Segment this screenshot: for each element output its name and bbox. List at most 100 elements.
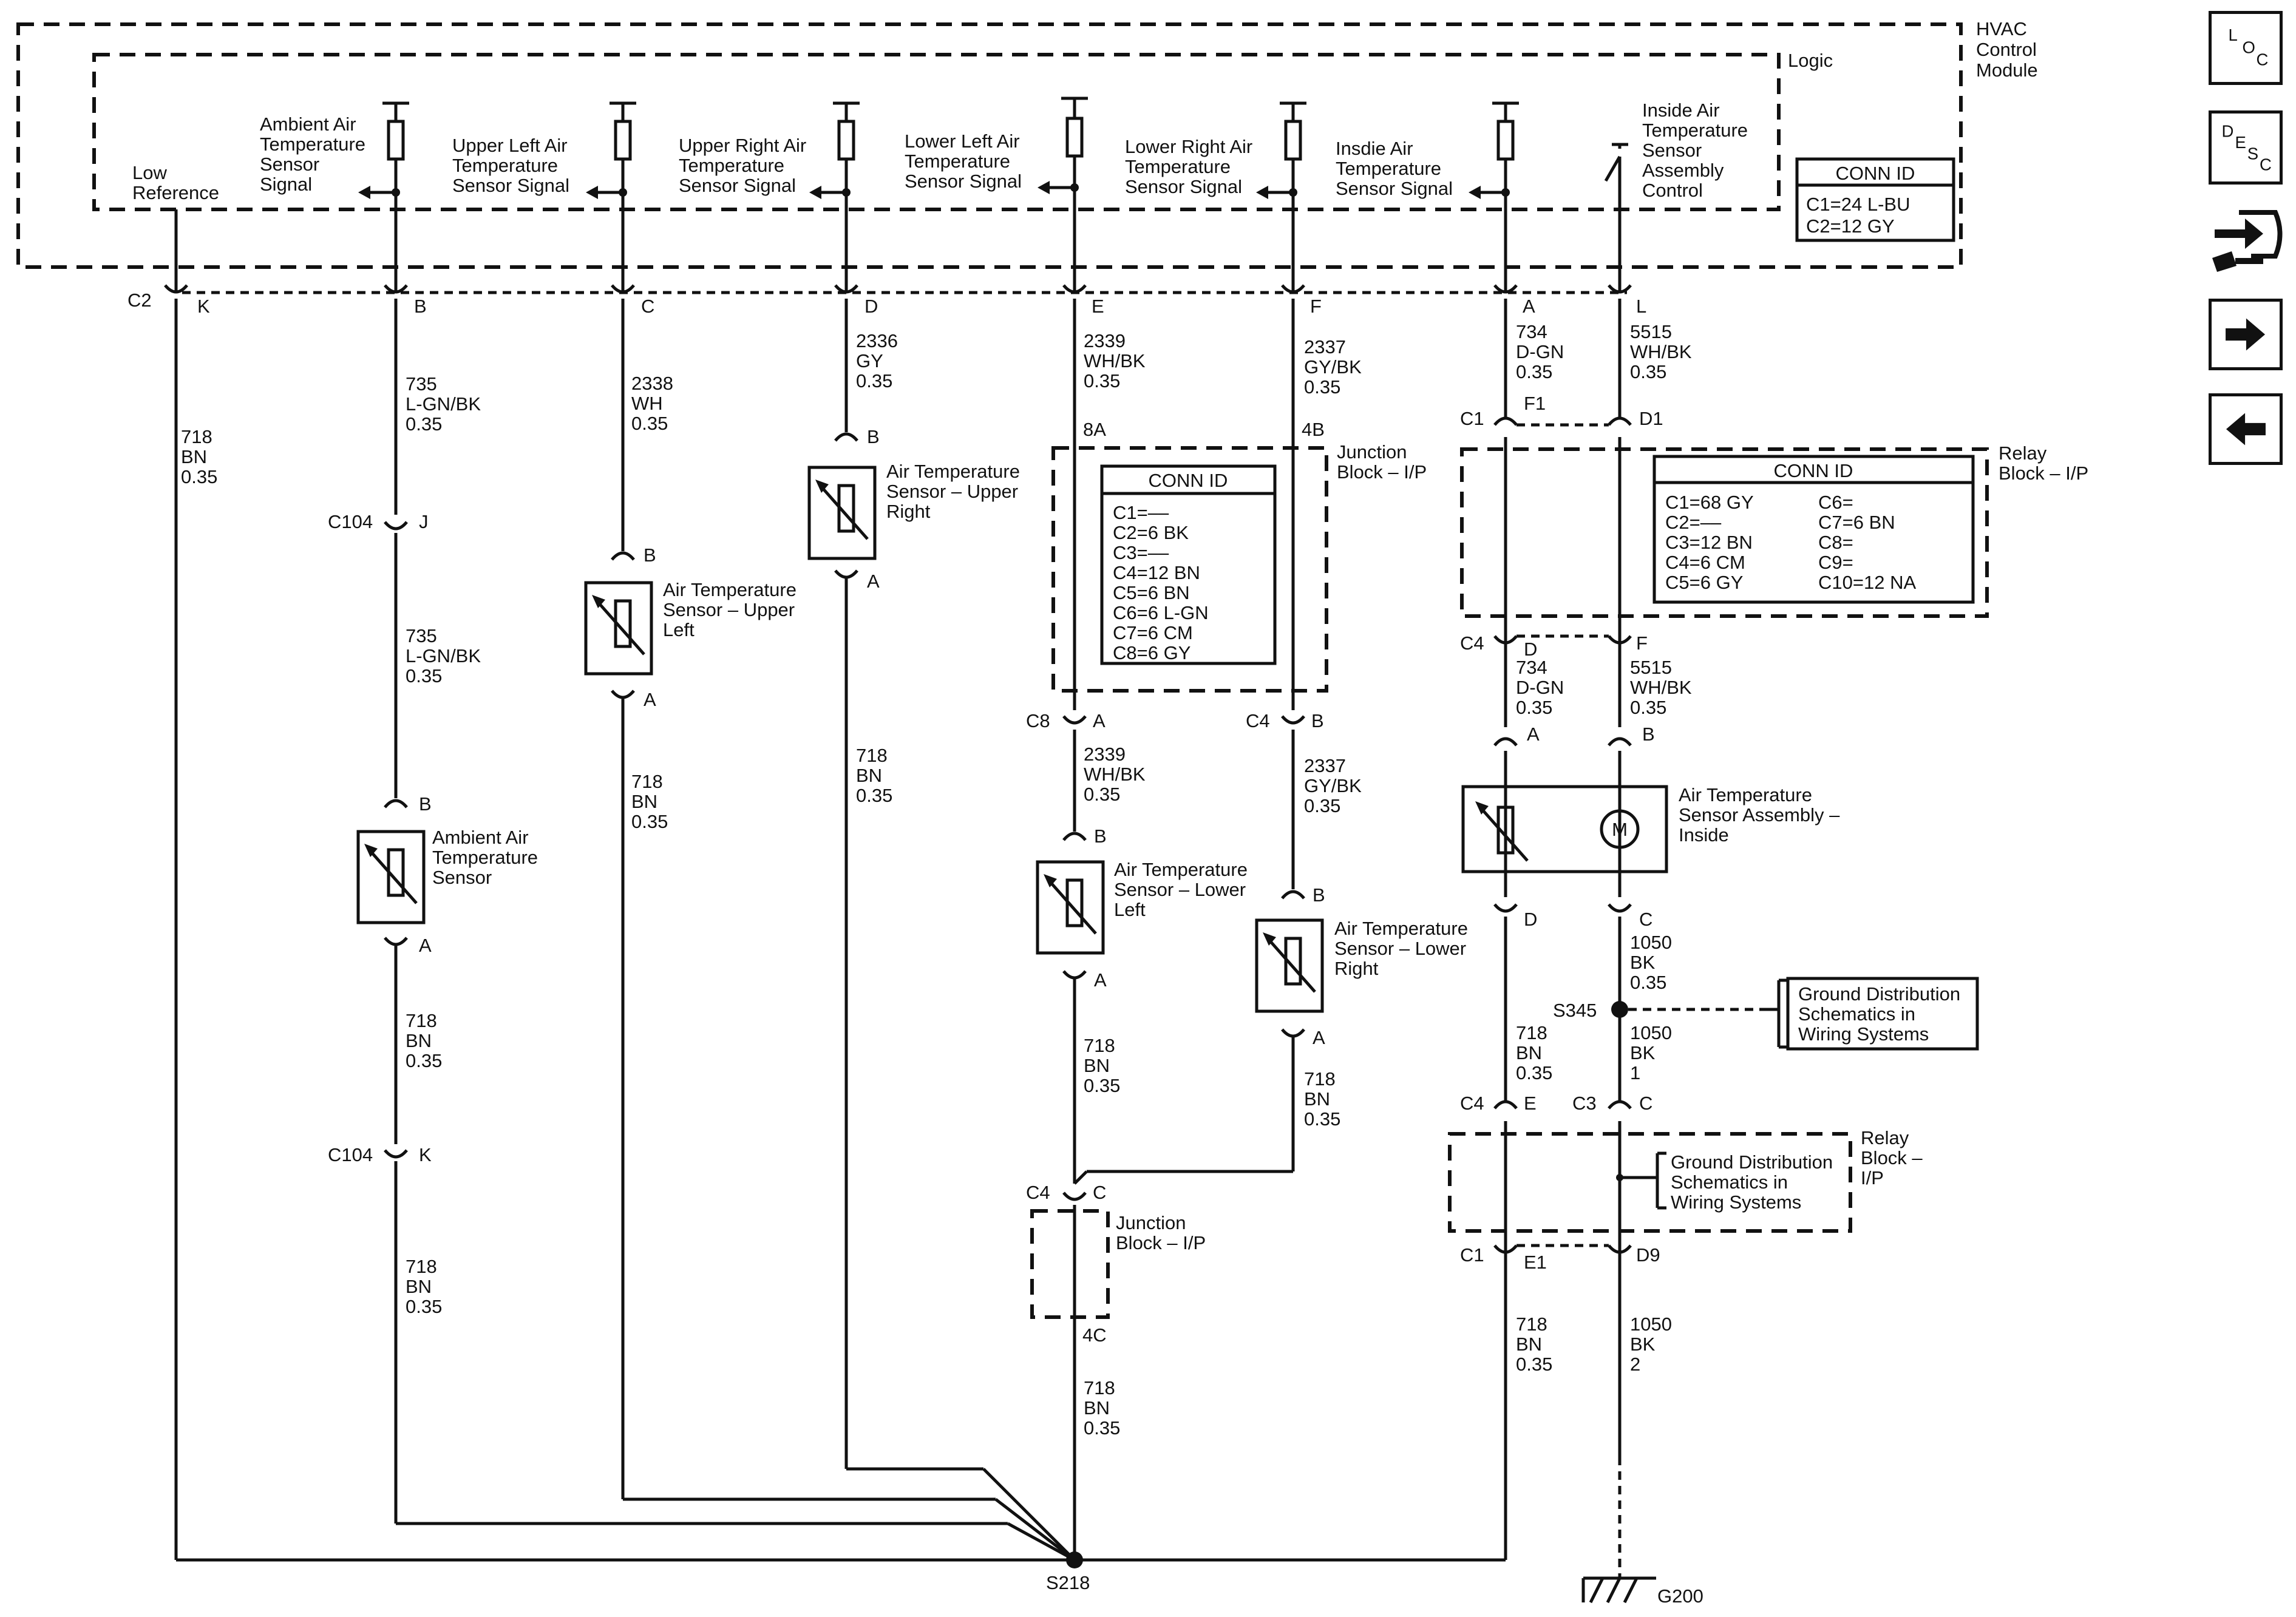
pin-k: K <box>197 296 210 317</box>
svg-text:4C: 4C <box>1082 1324 1107 1346</box>
logic-label: Logic <box>1788 50 1833 71</box>
description-button[interactable]: D E S C <box>2209 110 2283 185</box>
svg-text:F1: F1 <box>1524 393 1546 414</box>
inline-connectors <box>384 416 1632 1254</box>
location-button[interactable]: L O C <box>2209 11 2283 85</box>
svg-text:G200: G200 <box>1657 1585 1703 1607</box>
svg-text:C1: C1 <box>1460 1244 1484 1266</box>
svg-text:C4: C4 <box>1460 1093 1484 1114</box>
logic-box <box>92 53 1781 211</box>
splice-s345 <box>1611 1001 1628 1018</box>
pin-d: D <box>864 296 878 317</box>
pin-a: A <box>1523 296 1535 317</box>
svg-text:A: A <box>644 689 656 710</box>
connector-tool-button[interactable] <box>2203 200 2289 279</box>
ground-g200-icon <box>1581 1576 1656 1604</box>
svg-text:C104: C104 <box>328 511 373 532</box>
svg-text:A: A <box>867 571 880 592</box>
wrench-connector-icon <box>2212 210 2283 272</box>
svg-text:CONN ID: CONN ID <box>1149 470 1228 491</box>
splice-s218 <box>1066 1551 1083 1568</box>
svg-text:A: A <box>1093 710 1106 731</box>
svg-text:E1: E1 <box>1524 1252 1547 1273</box>
svg-text:B: B <box>1642 724 1655 745</box>
arrow-right-icon <box>2226 318 2266 351</box>
svg-text:C3: C3 <box>1572 1093 1597 1114</box>
wires <box>174 299 1622 1578</box>
svg-text:B: B <box>1313 884 1325 906</box>
svg-text:C1=68 GY C2=–– C3=: C1=68 GY C2=–– C3=12 BN C4=6 CM C5=6 GY <box>1665 492 1759 593</box>
svg-text:A: A <box>1313 1027 1325 1048</box>
svg-text:A: A <box>1527 724 1540 745</box>
svg-text:B: B <box>867 426 880 447</box>
svg-text:4B: 4B <box>1302 419 1325 440</box>
svg-text:C: C <box>1639 909 1652 930</box>
svg-text:CONN ID: CONN ID <box>1774 460 1853 481</box>
svg-text:S345: S345 <box>1553 1000 1597 1021</box>
pin-c2: C2 <box>127 290 152 311</box>
svg-text:C104: C104 <box>328 1144 373 1165</box>
svg-text:D1: D1 <box>1639 408 1663 429</box>
svg-text:D: D <box>2222 122 2234 141</box>
arrow-left-icon <box>2226 413 2266 446</box>
svg-text:C6= C7=6 BN C8=: C6= C7=6 BN C8= C9= C10=12 NA <box>1818 492 1916 593</box>
svg-text:C1: C1 <box>1460 408 1484 429</box>
svg-text:C4: C4 <box>1460 632 1484 654</box>
next-button[interactable] <box>2209 299 2283 370</box>
svg-text:E: E <box>2235 133 2246 152</box>
svg-text:C4: C4 <box>1026 1182 1050 1203</box>
svg-text:D: D <box>1524 639 1537 660</box>
svg-text:C1=–– C2=6 BK C3=–: C1=–– C2=6 BK C3=–– C4=12 BN C5=6 BN C6=… <box>1113 502 1214 663</box>
motor-symbol: M <box>1612 819 1628 840</box>
module-conn-id: CONN ID C1=24 L-BU C2=12 GY <box>1795 157 1955 242</box>
previous-button[interactable] <box>2209 393 2283 465</box>
svg-text:B: B <box>1094 825 1107 847</box>
svg-text:F: F <box>1636 632 1648 654</box>
svg-text:C8: C8 <box>1026 710 1050 731</box>
c2-connector-pins <box>164 284 1632 294</box>
svg-text:C: C <box>2260 155 2272 174</box>
svg-text:C: C <box>1093 1182 1106 1203</box>
